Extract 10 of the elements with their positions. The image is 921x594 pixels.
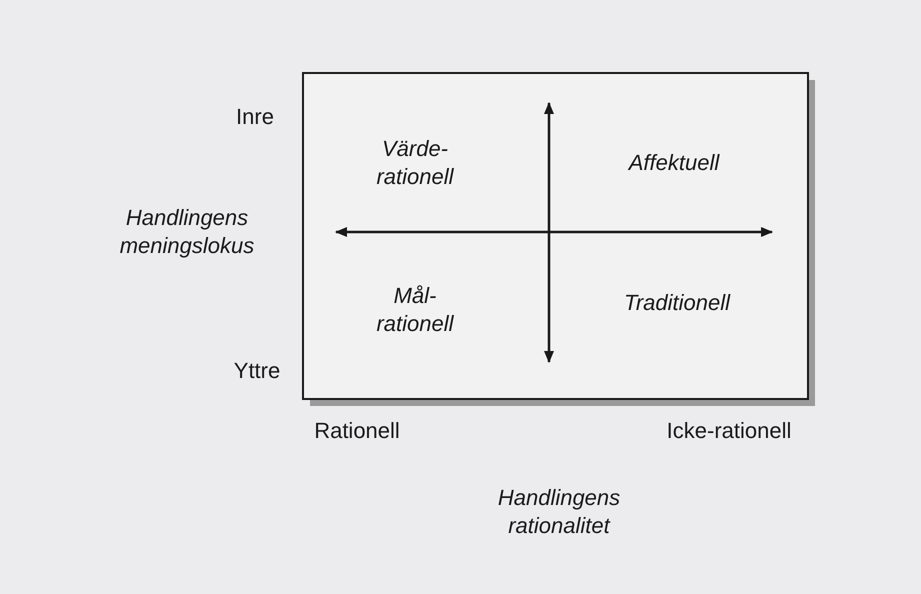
axis-label: Rationell xyxy=(314,417,400,445)
quadrant-label: Värde-rationell xyxy=(375,135,455,191)
quadrant-label: Affektuell xyxy=(628,149,720,177)
quadrant-label: Mål-rationell xyxy=(375,282,455,338)
axis-title: Handlingens meningslokus xyxy=(118,204,256,260)
axis-title: Handlingens rationalitet xyxy=(496,484,622,540)
axis-label: Inre xyxy=(236,103,274,131)
quadrant-label: Traditionell xyxy=(624,289,730,317)
axis-label: Icke-rationell xyxy=(666,417,792,445)
axis-label: Yttre xyxy=(234,357,280,385)
